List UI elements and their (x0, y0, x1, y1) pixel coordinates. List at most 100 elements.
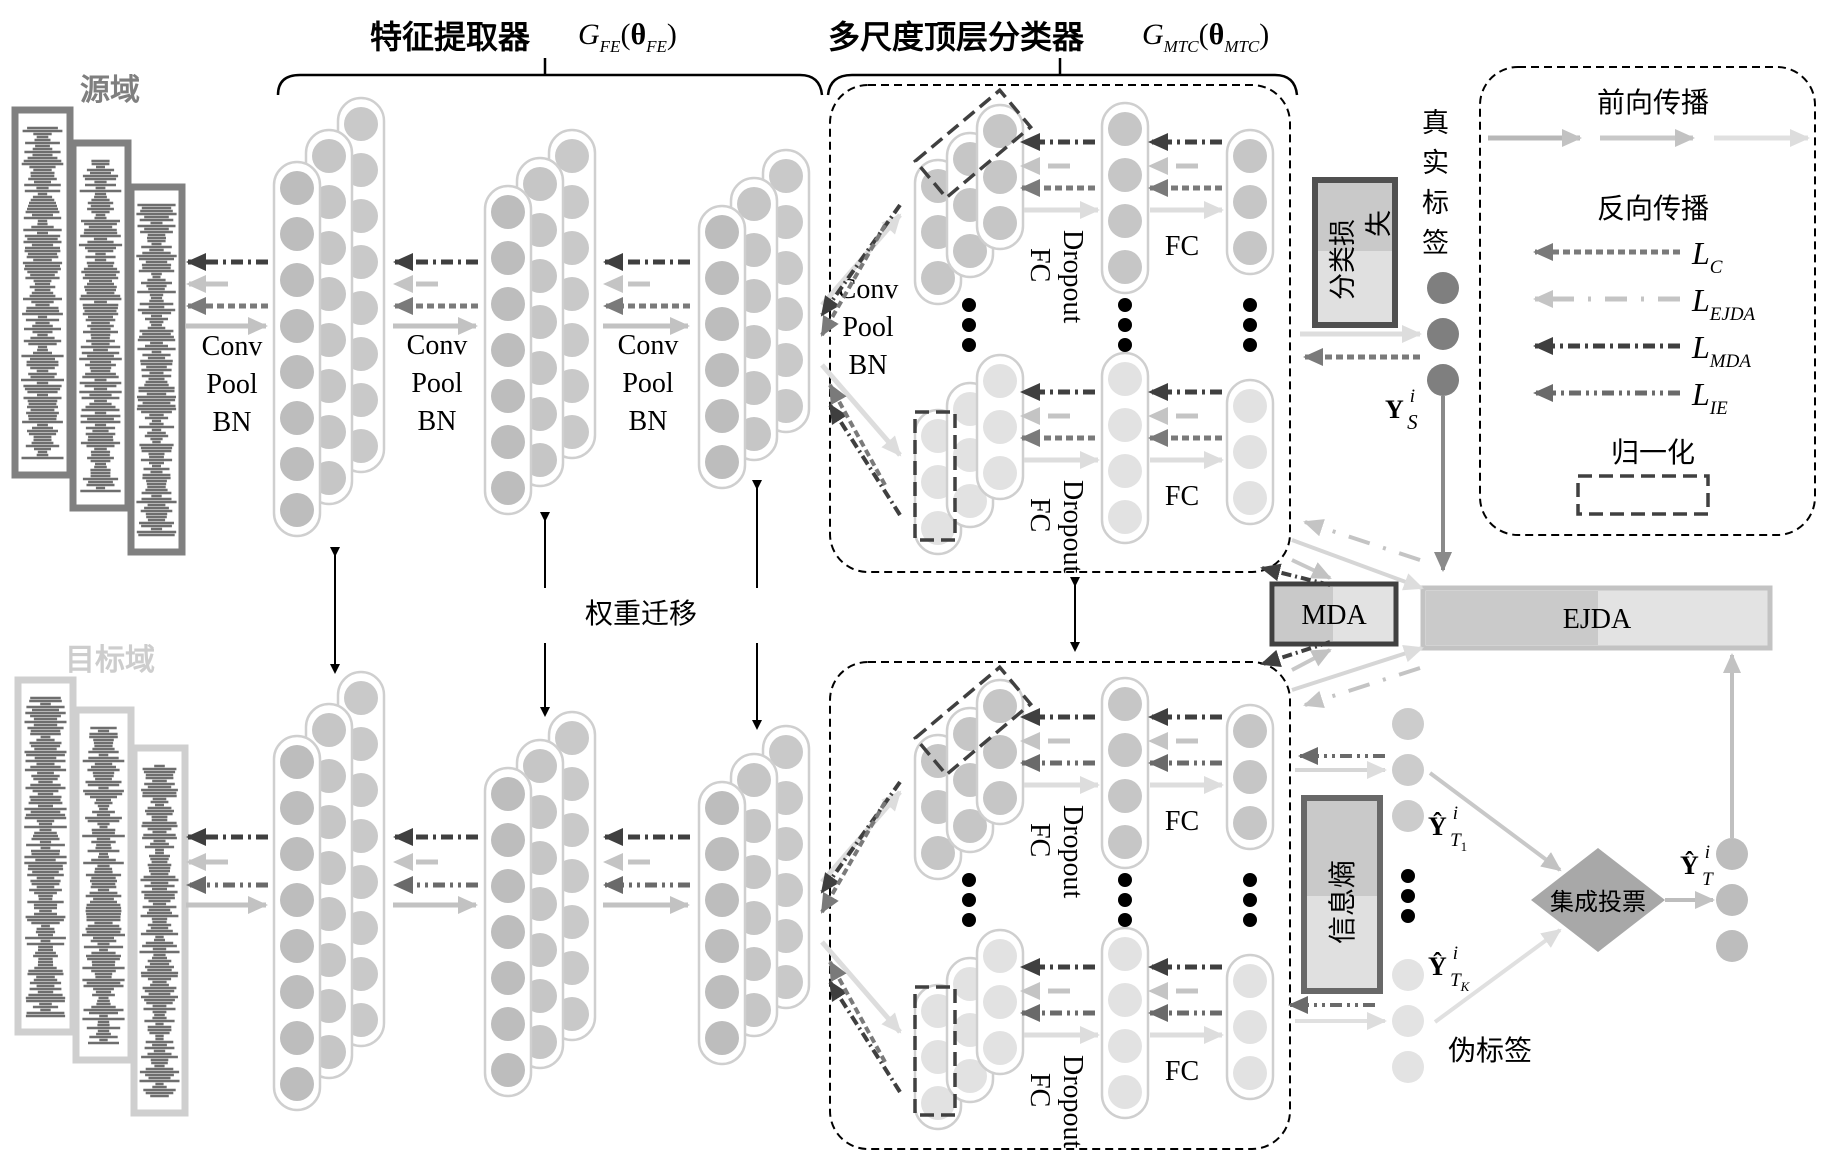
vibration-signal (78, 159, 123, 493)
forward-arrow (820, 940, 902, 1034)
normalization-box (912, 664, 1034, 778)
dropout-label: Dropout (1057, 230, 1088, 324)
true-label-char-1: 真 (1422, 108, 1449, 139)
forward-arrow (820, 363, 902, 457)
neuron-node (280, 975, 314, 1009)
vibration-signal (24, 696, 67, 1018)
weight-transfer-arrows (330, 480, 1080, 730)
fc-label-rotated: FC (1024, 248, 1055, 282)
neuron-node (312, 713, 346, 747)
feature-extractor-brace (276, 58, 824, 96)
neuron-node (921, 511, 955, 545)
neuron-node (983, 456, 1017, 490)
legend-item-mda: LMDA (1533, 329, 1751, 372)
neuron-column-front (697, 780, 747, 1066)
fc-label-rotated: FC (1024, 1073, 1055, 1107)
fc-output-column (1225, 703, 1275, 851)
neuron-node (1233, 481, 1267, 515)
neuron-node (280, 493, 314, 527)
op-label-line: BN (849, 350, 888, 381)
neuron-node (705, 1021, 739, 1055)
ellipsis-dot (962, 318, 976, 332)
neuron-node (1233, 714, 1267, 748)
neuron-node (1108, 158, 1142, 192)
neuron-node (705, 445, 739, 479)
neuron-node (1233, 964, 1267, 998)
legend-label: LEJDA (1691, 282, 1756, 325)
true-label-char-2: 实 (1422, 148, 1449, 179)
ellipsis-dot (962, 873, 976, 887)
layer-outline (1100, 676, 1150, 870)
op-label-line: BN (213, 407, 252, 438)
neuron-node (983, 689, 1017, 723)
neuron-node (280, 447, 314, 481)
neuron-node (705, 837, 739, 871)
neuron-node (1108, 500, 1142, 534)
neuron-node (983, 1031, 1017, 1065)
neuron-node (523, 749, 557, 783)
op-label-line: Pool (842, 312, 894, 343)
dropout-label: Dropout (1057, 805, 1088, 899)
true-label-node (1427, 318, 1459, 350)
neuron-node (280, 171, 314, 205)
ellipsis-dot (1243, 318, 1257, 332)
dropout-fc-column (1100, 351, 1150, 545)
neuron-column-front (697, 204, 747, 490)
pseudo-label-node (1392, 1051, 1424, 1083)
neuron-node (983, 939, 1017, 973)
legend-box (1479, 66, 1816, 536)
signal-frame (72, 706, 135, 1064)
neuron-node (491, 823, 525, 857)
target-label-node (1716, 930, 1748, 962)
neuron-column-front (483, 184, 533, 516)
propagation-arrows (186, 253, 690, 914)
neuron-node (1233, 806, 1267, 840)
neuron-node (983, 114, 1017, 148)
pseudo-label-node (1392, 754, 1424, 786)
neuron-node (280, 837, 314, 871)
ellipsis-dot (1401, 869, 1415, 883)
feature-extractor-title: 特征提取器 GFE(θFE) (370, 18, 677, 56)
dropout-label: Dropout (1057, 480, 1088, 574)
neuron-node (491, 915, 525, 949)
legend-item-ejda: LEJDA (1533, 282, 1756, 325)
target-domain-label: 目标域 (65, 643, 155, 678)
neuron-node (280, 217, 314, 251)
feature-extractor-symbol: GFE(θFE) (578, 18, 677, 56)
signal-frame (69, 139, 132, 512)
ellipsis-dot (1401, 889, 1415, 903)
lc-backward-arrow (820, 801, 887, 914)
neuron-node (280, 263, 314, 297)
op-label-line: Conv (407, 330, 468, 361)
legend-label: LMDA (1691, 329, 1751, 372)
neuron-node (705, 399, 739, 433)
neuron-node (705, 791, 739, 825)
fc-output-column (1225, 953, 1275, 1101)
neuron-node (1233, 185, 1267, 219)
classifier-brace (826, 58, 1299, 96)
mda-backward-arrow (820, 203, 902, 317)
signal-frame (130, 744, 189, 1117)
op-label-line: BN (629, 406, 668, 437)
true-label-node (1427, 272, 1459, 304)
neuron-node (491, 961, 525, 995)
neuron-node (1233, 1010, 1267, 1044)
ellipsis-dot (1243, 893, 1257, 907)
feature-extractor-title-text: 特征提取器 (370, 18, 531, 56)
neuron-node (953, 234, 987, 268)
pseudo-label-node (1392, 708, 1424, 740)
mda-backward-arrow (828, 403, 902, 517)
pseudo-label-text: 伪标签 (1448, 1034, 1532, 1067)
fc-output-column (1225, 128, 1275, 276)
ellipsis-dot (1118, 913, 1132, 927)
target-label-node (1716, 884, 1748, 916)
neuron-node (280, 401, 314, 435)
layer-outline (1100, 101, 1150, 295)
fc-label: FC (1165, 806, 1199, 837)
classifier-title-text: 多尺度顶层分类器 (828, 18, 1085, 56)
